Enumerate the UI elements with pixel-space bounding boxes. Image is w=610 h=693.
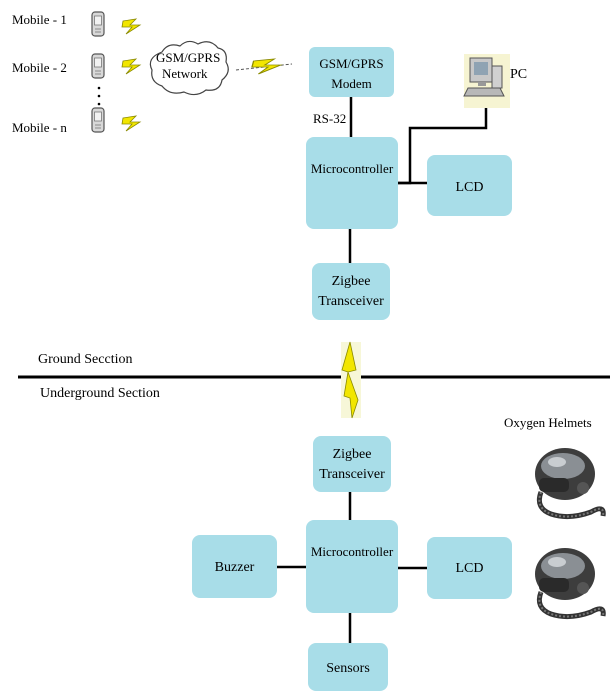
lightning-icon <box>121 58 141 75</box>
ground-section-label: Ground Secction <box>38 352 132 367</box>
underground-lcd-label: LCD <box>456 561 484 576</box>
modem-label-line2: Modem <box>331 76 371 91</box>
lightning-icon <box>251 58 282 75</box>
network-label-line1: GSM/GPRS <box>156 50 220 65</box>
underground-zigbee-block: Zigbee Transceiver <box>313 436 391 492</box>
ground-lcd-label: LCD <box>456 180 484 195</box>
network-label-line2: Network <box>162 66 208 81</box>
underground-lcd-block: LCD <box>427 537 512 599</box>
gsm-gprs-modem-block: GSM/GPRS Modem <box>309 47 394 97</box>
underground-section-label: Underground Section <box>40 386 160 401</box>
ground-microcontroller-block: Microcontroller <box>306 137 398 229</box>
ground-zigbee-block: Zigbee Transceiver <box>312 263 390 320</box>
ground-lcd-block: LCD <box>427 155 512 216</box>
lightning-icon <box>121 18 141 35</box>
underground-zigbee-line1: Zigbee <box>333 447 372 462</box>
ground-zigbee-line2: Transceiver <box>318 294 384 309</box>
buzzer-label: Buzzer <box>215 560 255 575</box>
ground-micro-label: Microcontroller <box>311 161 394 176</box>
sensors-block: Sensors <box>308 643 388 691</box>
oxygen-helmet-icon <box>535 548 603 617</box>
wireless-link-line <box>235 63 293 71</box>
mobile-1-label: Mobile - 1 <box>12 12 67 27</box>
mobile-1: Mobile - 1 <box>12 11 141 37</box>
mobile-n-label: Mobile - n <box>12 120 67 135</box>
mobile-n: Mobile - n <box>12 107 141 135</box>
underground-zigbee-line2: Transceiver <box>319 467 385 482</box>
pc-label: PC <box>510 67 527 82</box>
ellipsis-dots <box>97 86 101 106</box>
lightning-icon <box>121 115 141 132</box>
pc-icon <box>463 54 510 108</box>
underground-micro-label: Microcontroller <box>311 544 394 559</box>
mobile-2: Mobile - 2 <box>12 53 141 79</box>
micro-to-pc-line <box>398 98 488 185</box>
mobile-phone-icon <box>91 53 105 79</box>
mobile-phone-icon <box>91 107 105 133</box>
oxygen-helmets-label: Oxygen Helmets <box>504 415 592 430</box>
modem-label-line1: GSM/GPRS <box>319 56 383 71</box>
ground-zigbee-line1: Zigbee <box>332 274 371 289</box>
wireless-lightning-icon <box>341 341 361 419</box>
underground-microcontroller-block: Microcontroller <box>306 520 398 613</box>
rs-label: RS-32 <box>313 111 346 126</box>
mobile-phone-icon <box>91 11 105 37</box>
gsm-gprs-network-cloud: GSM/GPRS Network <box>149 40 229 96</box>
buzzer-block: Buzzer <box>192 535 277 598</box>
oxygen-helmet-icon <box>535 448 603 517</box>
mobile-2-label: Mobile - 2 <box>12 60 67 75</box>
sensors-label: Sensors <box>326 661 370 676</box>
